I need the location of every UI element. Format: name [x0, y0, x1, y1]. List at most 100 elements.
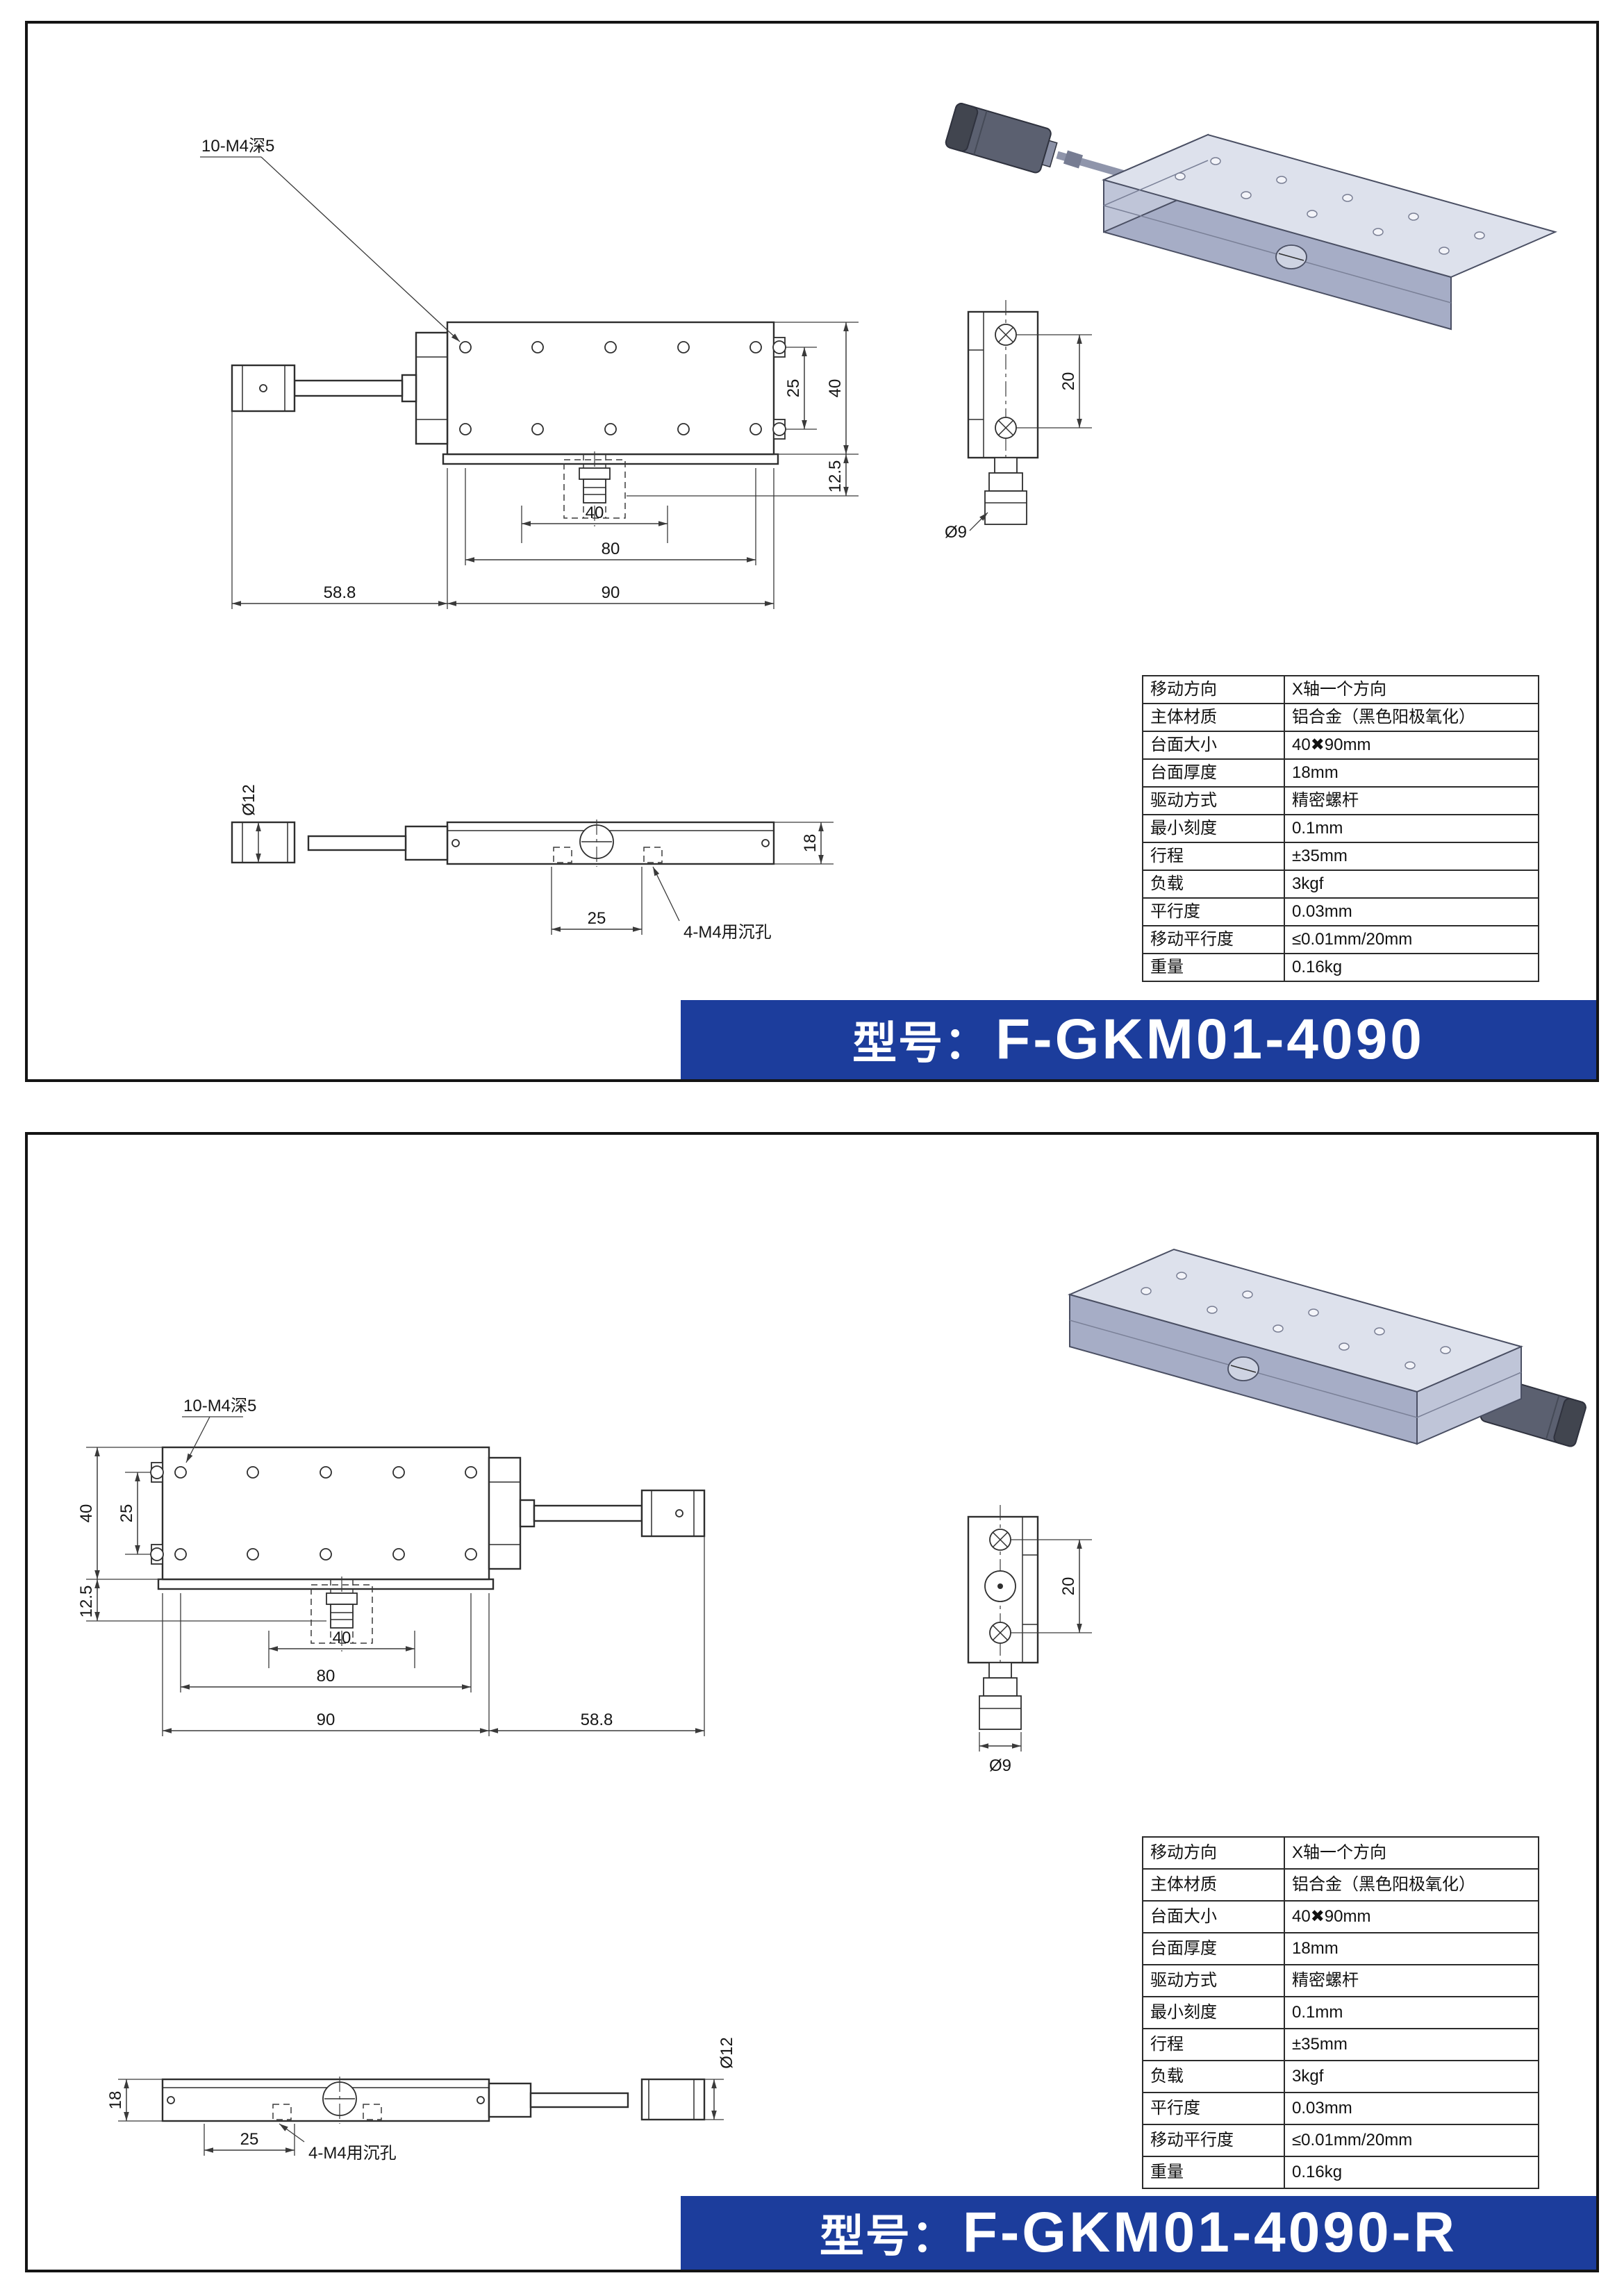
spec-row: 行程±35mm [1142, 842, 1539, 871]
spec-key: 台面大小 [1142, 731, 1285, 760]
dim-20: 20 [1059, 1577, 1078, 1596]
dim-40: 40 [826, 379, 845, 398]
spec-key: 台面厚度 [1142, 1932, 1285, 1965]
isometric-render [945, 103, 1557, 331]
spec-value: 精密螺杆 [1284, 1964, 1539, 1997]
spec-key: 主体材质 [1142, 703, 1285, 732]
dim-25-side: 25 [588, 909, 606, 928]
spec-value: 18mm [1284, 758, 1539, 788]
dim-58-8: 58.8 [324, 583, 356, 602]
spec-value: 0.03mm [1284, 897, 1539, 926]
side-view: Ø12 18 25 4-M4用沉孔 [231, 784, 834, 942]
counterbore-note: 4-M4用沉孔 [683, 923, 772, 942]
thread-note: 10-M4深5 [201, 137, 274, 156]
dim-25: 25 [784, 379, 803, 398]
spec-key: 负载 [1142, 2060, 1285, 2093]
drive-shaft [293, 379, 404, 397]
dim-25-side: 25 [240, 2130, 259, 2149]
spec-value: 铝合金（黑色阳极氧化） [1284, 703, 1539, 732]
spec-key: 行程 [1142, 2028, 1285, 2061]
spec-value: 0.16kg [1284, 953, 1539, 982]
dim-40-bottom: 40 [333, 1629, 351, 1647]
dim-25: 25 [117, 1504, 136, 1523]
spec-key: 驱动方式 [1142, 786, 1285, 815]
spec-value: 40✖90mm [1284, 731, 1539, 760]
lead-screw-nut [579, 467, 611, 480]
model-number: F-GKM01-4090 [995, 1008, 1425, 1071]
isometric-render [1068, 1248, 1586, 1447]
spec-value: 0.1mm [1284, 1996, 1539, 2029]
lead-screw-nut [326, 1592, 358, 1605]
spec-key: 移动方向 [1142, 1836, 1285, 1870]
spec-key: 台面厚度 [1142, 758, 1285, 788]
spec-row: 驱动方式精密螺杆 [1142, 1964, 1539, 1997]
spec-key: 最小刻度 [1142, 814, 1285, 843]
spec-value: 0.1mm [1284, 814, 1539, 843]
dim-90: 90 [317, 1711, 335, 1729]
stage-top-face [1068, 1248, 1523, 1393]
dim-20: 20 [1059, 372, 1078, 391]
spec-value: 3kgf [1284, 2060, 1539, 2093]
knob-side [640, 2078, 706, 2121]
spec-row: 驱动方式精密螺杆 [1142, 786, 1539, 815]
spec-value: 0.03mm [1284, 2092, 1539, 2125]
spec-value: 40✖90mm [1284, 1900, 1539, 1933]
product-sheet-panel-1: 10-M4深5 25 40 12.5 40 80 90 58.8 [25, 21, 1599, 1082]
dim-80: 80 [317, 1667, 335, 1686]
dim-58-8: 58.8 [581, 1711, 613, 1729]
plan-view [231, 321, 786, 526]
dim-dia12: Ø12 [240, 784, 258, 815]
spec-key: 台面大小 [1142, 1900, 1285, 1933]
spec-key: 平行度 [1142, 897, 1285, 926]
dim-80: 80 [602, 540, 620, 558]
thread-note: 10-M4深5 [183, 1397, 256, 1415]
product-sheet-panel-2: 10-M4深5 25 40 12.5 40 80 90 58.8 [25, 1132, 1599, 2272]
spec-value: X轴一个方向 [1284, 675, 1539, 704]
mounting-holes-plan [459, 341, 762, 435]
spec-value: 铝合金（黑色阳极氧化） [1284, 1868, 1539, 1902]
spec-key: 移动方向 [1142, 675, 1285, 704]
spec-value: ≤0.01mm/20mm [1284, 2124, 1539, 2157]
drive-shaft [533, 1504, 643, 1522]
spec-key: 移动平行度 [1142, 2124, 1285, 2157]
spec-row: 移动平行度≤0.01mm/20mm [1142, 2124, 1539, 2157]
plan-dimensions: 10-M4深5 25 40 12.5 40 80 90 58.8 [77, 1397, 705, 1736]
technical-drawing-1: 10-M4深5 25 40 12.5 40 80 90 58.8 [200, 103, 1557, 942]
spec-value: 0.16kg [1284, 2156, 1539, 2189]
spec-key: 驱动方式 [1142, 1964, 1285, 1997]
spec-key: 负载 [1142, 870, 1285, 899]
dim-18: 18 [106, 2091, 125, 2110]
dim-40: 40 [77, 1504, 96, 1523]
model-label: 型号： [852, 1018, 991, 1068]
dim-dia9: Ø9 [945, 523, 967, 542]
spec-key: 移动平行度 [1142, 925, 1285, 954]
knob-end [984, 490, 1027, 525]
dim-dia9: Ø9 [989, 1756, 1011, 1775]
mounting-holes-iso [1141, 1272, 1451, 1370]
model-label: 型号： [819, 2211, 957, 2261]
spec-row: 移动平行度≤0.01mm/20mm [1142, 925, 1539, 954]
spec-row: 主体材质铝合金（黑色阳极氧化） [1142, 1868, 1539, 1902]
technical-drawing-2: 10-M4深5 25 40 12.5 40 80 90 58.8 [77, 1248, 1586, 2163]
micrometer-collar [1063, 150, 1084, 169]
spec-key: 行程 [1142, 842, 1285, 871]
spec-value: X轴一个方向 [1284, 1836, 1539, 1870]
side-view: Ø12 18 25 4-M4用沉孔 [106, 2037, 736, 2163]
dim-12-5: 12.5 [826, 460, 845, 493]
counterbore-note: 4-M4用沉孔 [308, 2144, 397, 2163]
spec-key: 重量 [1142, 953, 1285, 982]
plan-dimensions: 10-M4深5 25 40 12.5 40 80 90 58.8 [200, 137, 859, 609]
